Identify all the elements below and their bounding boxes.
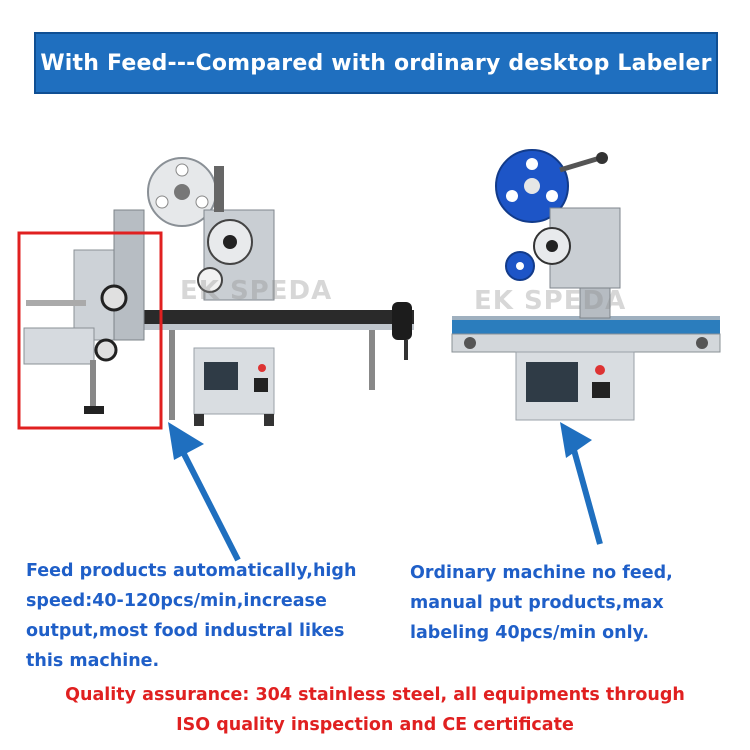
ordinary-labeler-photo (440, 138, 740, 428)
watermark-left: EK SPEDA (180, 276, 333, 306)
ordinary-description-line: manual put products,max (410, 593, 664, 613)
left-arrow-icon (168, 422, 241, 562)
feeder-description-line: this machine. (26, 651, 160, 671)
right-arrow-icon (560, 422, 603, 545)
title-banner: With Feed---Compared with ordinary deskt… (34, 32, 718, 94)
feeder-labeler-photo (14, 150, 414, 440)
feeder-description: Feed products automatically,high speed:4… (26, 556, 386, 676)
watermark-right: EK SPEDA (474, 286, 627, 316)
ordinary-description-line: Ordinary machine no feed, (410, 563, 673, 583)
ordinary-description-line: labeling 40pcs/min only. (410, 623, 650, 643)
feeder-description-line: speed:40-120pcs/min,increase (26, 591, 327, 611)
quality-assurance-note: Quality assurance: 304 stainless steel, … (0, 680, 750, 740)
quality-note-line: ISO quality inspection and CE certificat… (176, 715, 574, 735)
banner-title: With Feed---Compared with ordinary deskt… (40, 50, 712, 76)
feeder-description-line: Feed products automatically,high (26, 561, 357, 581)
feeder-description-line: output,most food industral likes (26, 621, 345, 641)
ordinary-description: Ordinary machine no feed, manual put pro… (410, 558, 710, 648)
quality-note-line: Quality assurance: 304 stainless steel, … (65, 685, 685, 705)
